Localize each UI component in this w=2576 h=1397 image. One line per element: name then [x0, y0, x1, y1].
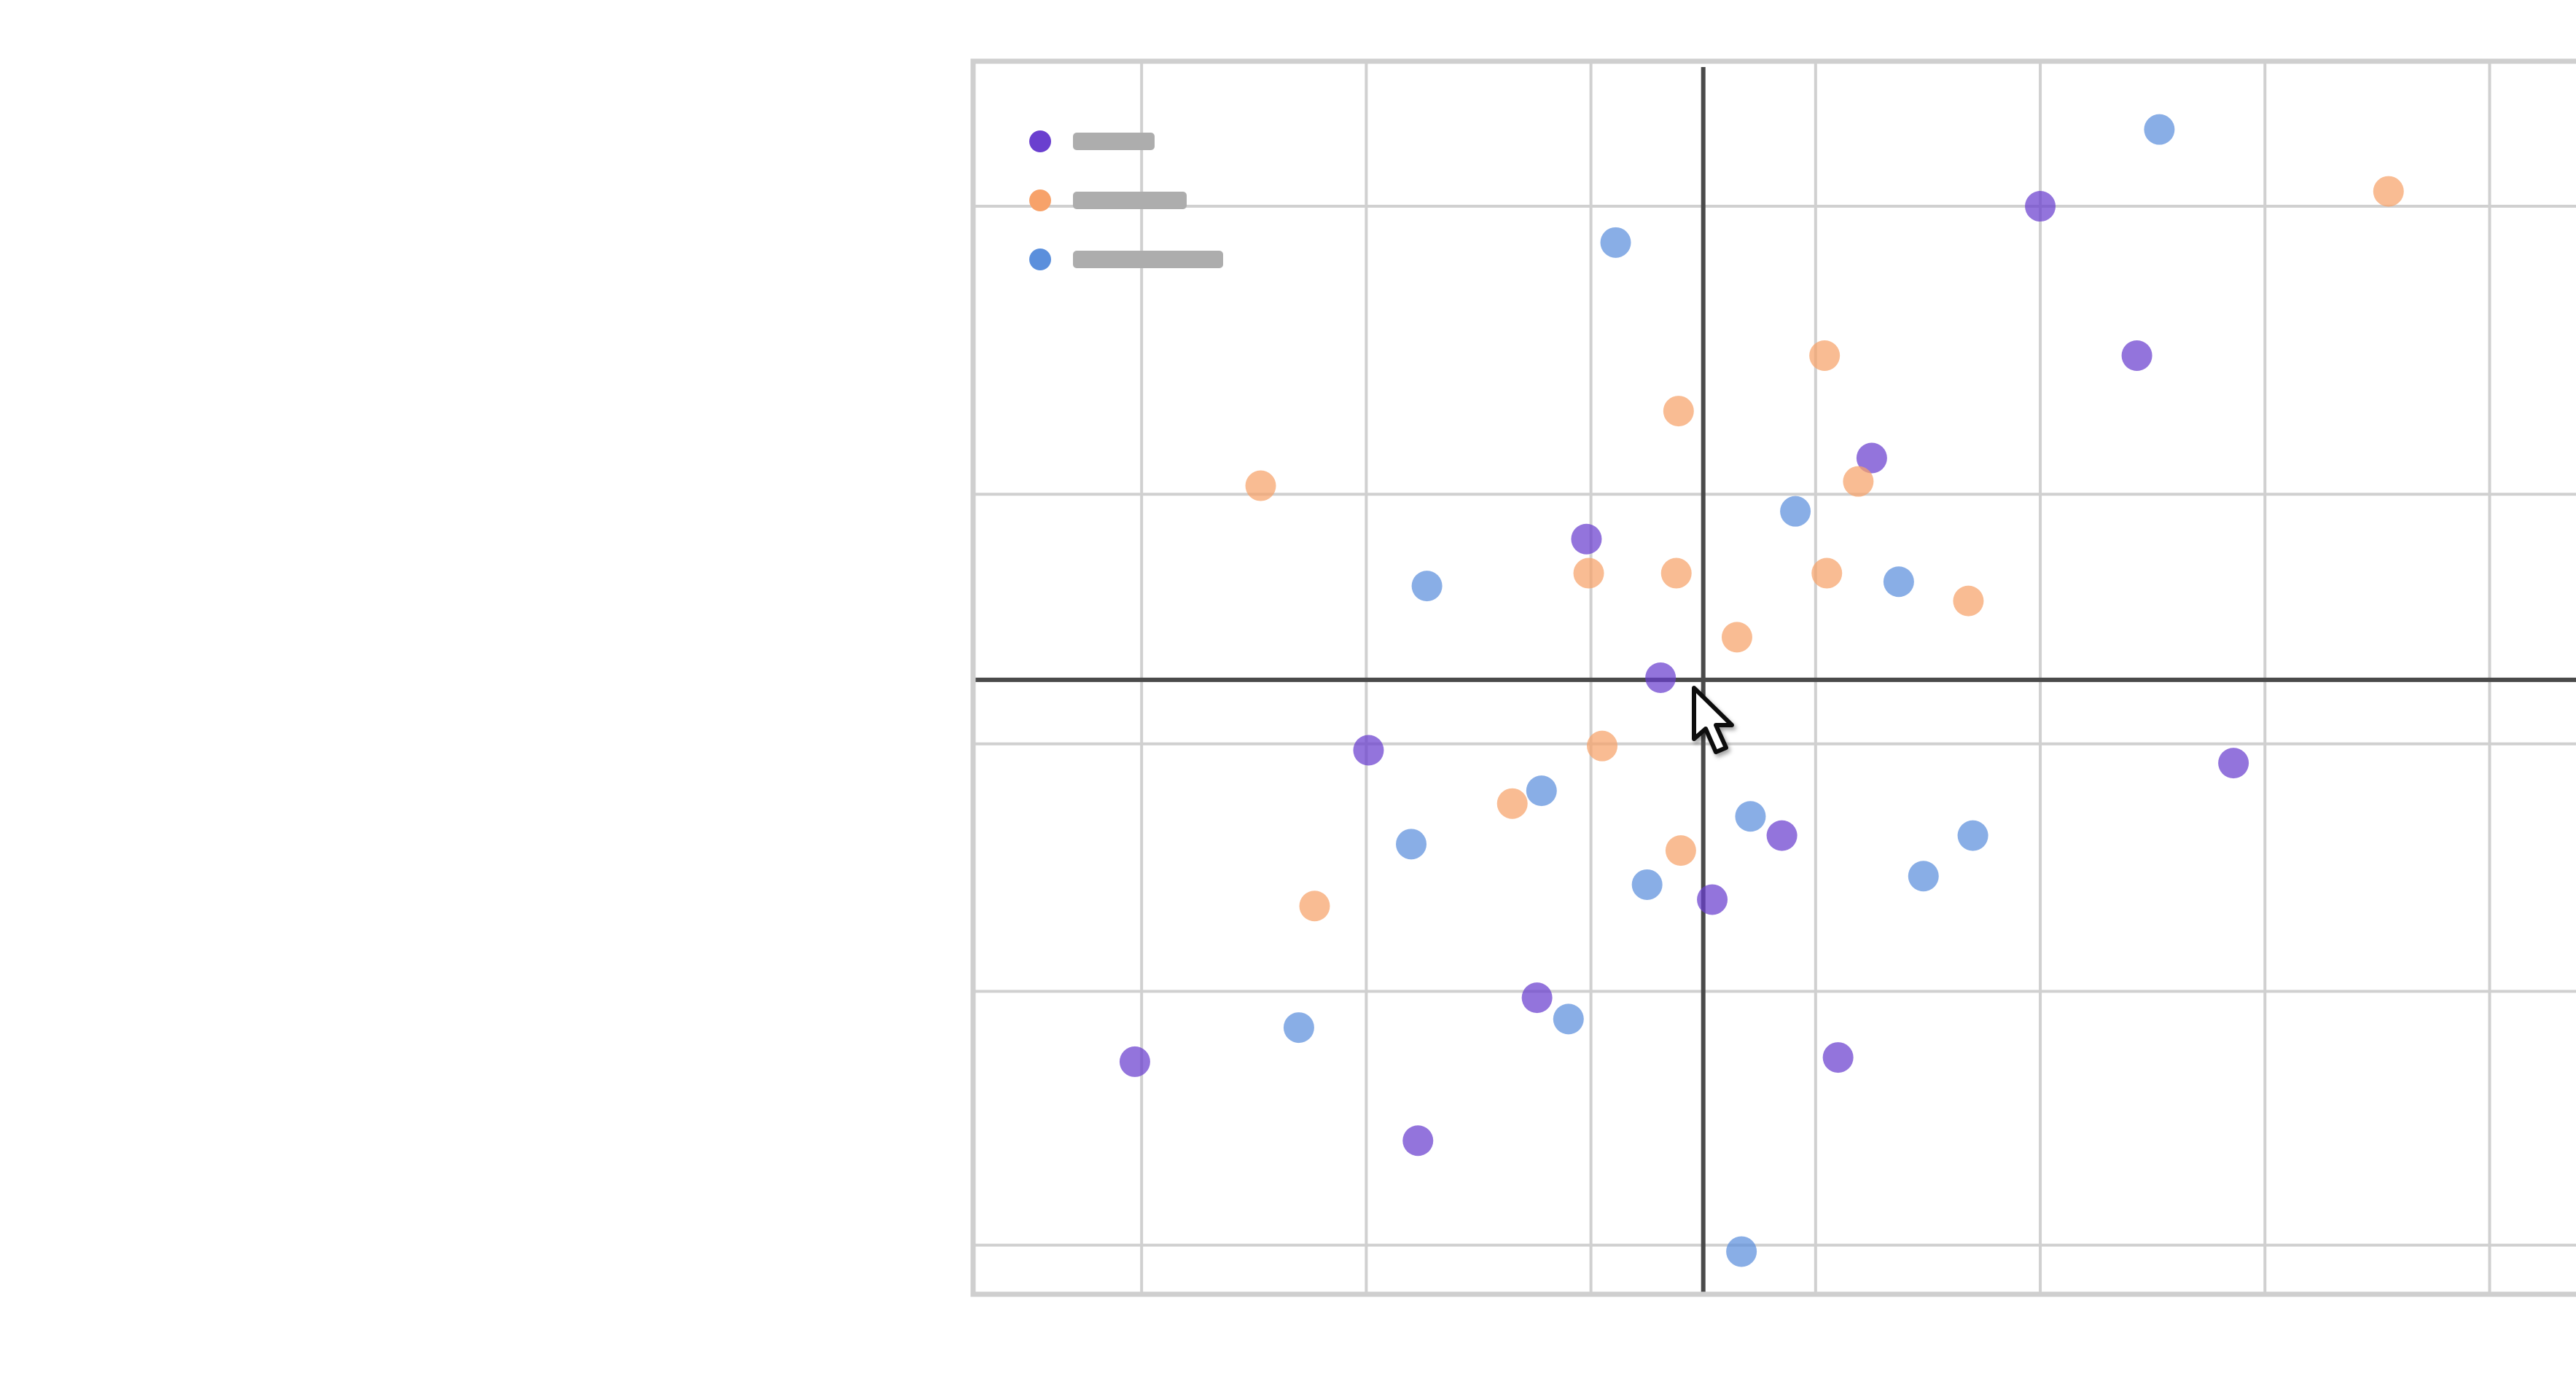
- scatter-point: [2373, 176, 2404, 207]
- legend-marker: [1029, 189, 1051, 211]
- scatter-point: [1245, 470, 1276, 501]
- scatter-point: [1721, 622, 1752, 653]
- scatter-point: [1573, 557, 1604, 589]
- mouse-pointer-icon: [1692, 686, 1734, 754]
- legend-label-placeholder: [1073, 192, 1187, 209]
- scatter-point: [1660, 557, 1692, 589]
- scatter-point: [1822, 1042, 1854, 1073]
- scatter-point: [1353, 735, 1384, 766]
- scatter-point: [1411, 571, 1443, 602]
- scatter-point: [1496, 788, 1528, 819]
- scatter-point: [1600, 227, 1631, 258]
- scatter-point: [1553, 1003, 1584, 1035]
- plot-frame: [970, 58, 2576, 1297]
- scatter-point: [1396, 829, 1427, 860]
- scatter-point: [1811, 557, 1843, 589]
- scatter-point: [1953, 585, 1984, 617]
- scatter-point: [2144, 114, 2175, 145]
- scatter-point: [1665, 835, 1696, 866]
- scatter-point: [2218, 748, 2249, 779]
- legend-label-placeholder: [1073, 133, 1155, 150]
- legend-marker: [1029, 249, 1051, 270]
- scatter-point: [1526, 775, 1557, 807]
- scatter-point: [1843, 466, 1874, 497]
- scatter-point: [1119, 1046, 1150, 1077]
- scatter-point: [2025, 191, 2056, 222]
- scatter-point: [1645, 662, 1677, 693]
- scatter-point: [1663, 396, 1694, 427]
- legend-marker: [1029, 130, 1051, 152]
- zero-axes: [973, 67, 2576, 1294]
- scatter-point: [1283, 1012, 1314, 1044]
- scatter-point: [1631, 869, 1663, 900]
- scatter-point: [1908, 861, 1939, 892]
- scatter-point: [1780, 496, 1811, 527]
- scatter-point: [1957, 820, 1988, 851]
- scatter-point: [1883, 566, 1914, 598]
- scatter-point: [1726, 1236, 1757, 1267]
- scatter-point: [1571, 523, 1602, 555]
- scatter-point: [2121, 340, 2152, 371]
- scatter-point: [1587, 730, 1618, 762]
- scatter-point: [1521, 982, 1553, 1014]
- scatter-point: [1735, 801, 1766, 832]
- scatter-point: [1766, 820, 1798, 851]
- scatter-point: [1856, 442, 1887, 474]
- data-points: [1119, 114, 2404, 1267]
- scatter-point: [1809, 340, 1841, 371]
- scatter-point: [1697, 884, 1728, 915]
- scatter-point: [1402, 1125, 1434, 1157]
- legend: [1029, 130, 1223, 270]
- legend-label-placeholder: [1073, 251, 1223, 268]
- scatter-point: [1299, 891, 1330, 922]
